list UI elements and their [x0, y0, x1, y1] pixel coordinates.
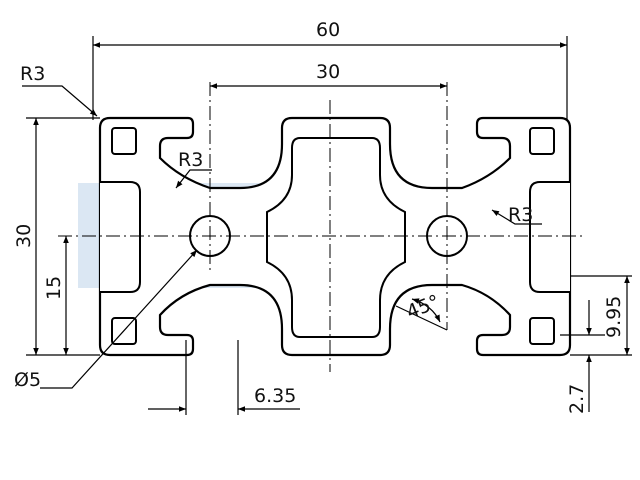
label-60: 60 — [316, 19, 340, 41]
label-30-height: 30 — [13, 224, 35, 248]
label-r3-inner-right: R3 — [508, 204, 533, 226]
label-r3-corner: R3 — [20, 63, 45, 85]
corner-cavity-br — [529, 317, 555, 345]
left-slot — [100, 181, 141, 293]
center-lines — [58, 82, 582, 372]
label-6-35: 6.35 — [254, 385, 296, 407]
leader-bore — [40, 249, 198, 389]
label-r3-inner-left: R3 — [178, 149, 203, 171]
label-30-width: 30 — [316, 61, 340, 83]
label-9-95: 9.95 — [603, 296, 625, 338]
center-cavity — [266, 137, 406, 338]
angle-arc — [411, 298, 441, 323]
leader-r3-inner-right — [491, 209, 542, 225]
label-bore: Ø5 — [14, 369, 41, 391]
leader-r3-inner-left — [175, 169, 212, 189]
label-2-7: 2.7 — [566, 384, 588, 414]
right-slot — [529, 181, 570, 293]
corner-cavity-tl — [111, 127, 137, 155]
leader-lines — [22, 85, 542, 389]
label-15: 15 — [43, 276, 65, 300]
corner-cavity-tr — [529, 127, 555, 155]
dimension-lines — [33, 42, 630, 412]
leader-r3-corner — [22, 85, 98, 117]
